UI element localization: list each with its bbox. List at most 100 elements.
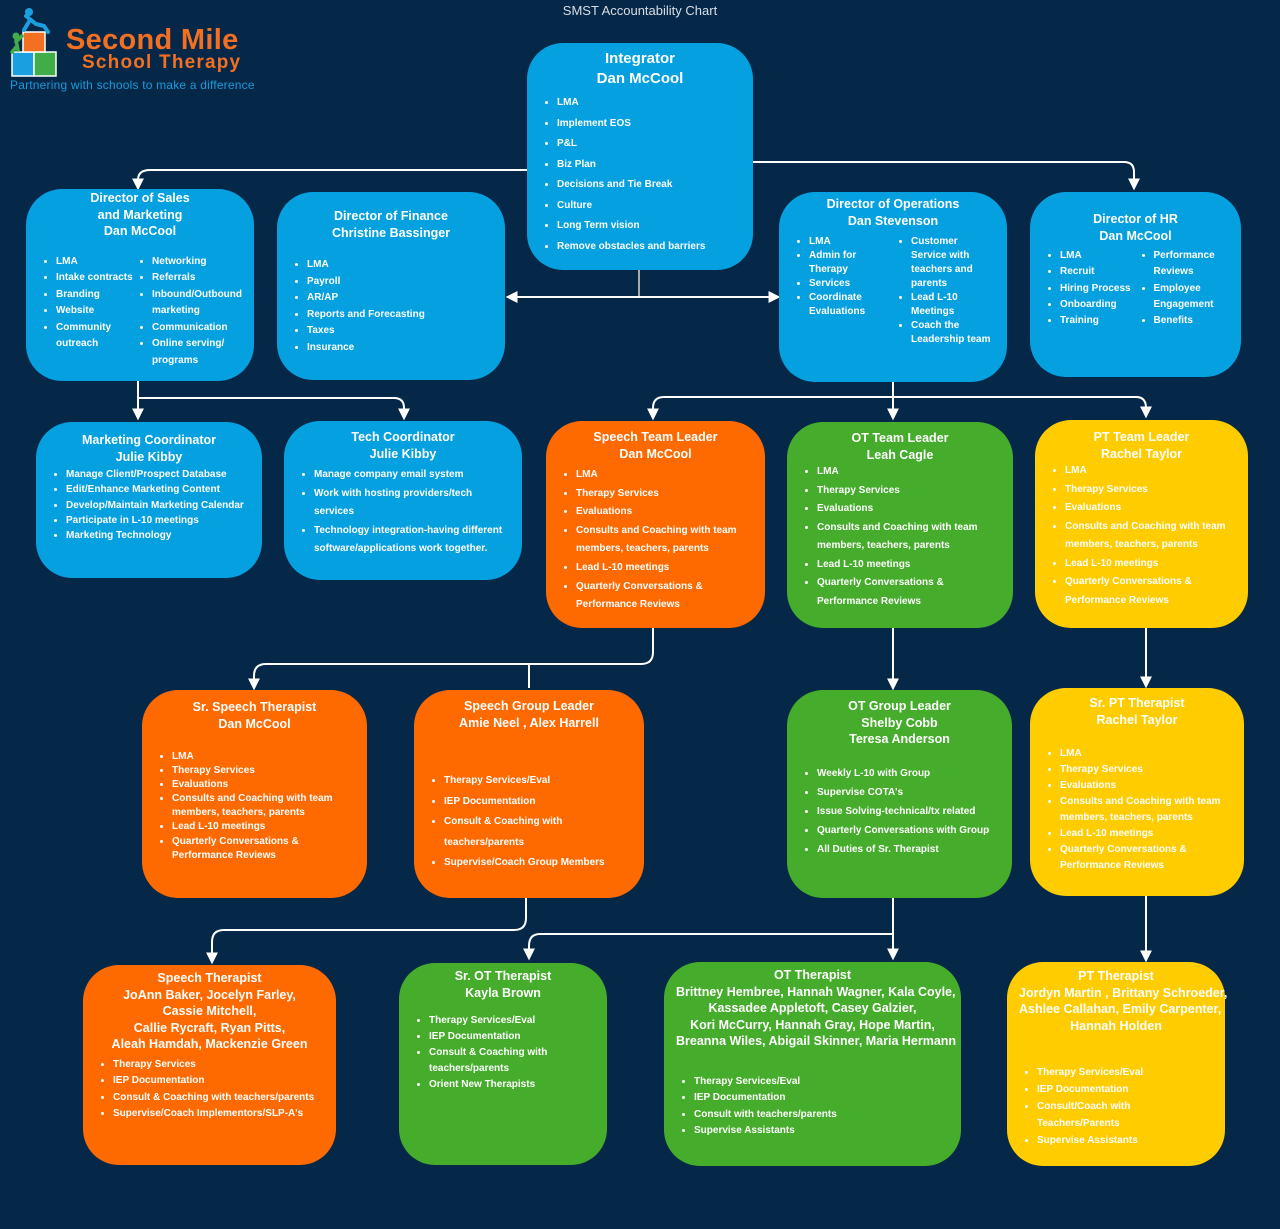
role-title: Speech Team Leader [593, 430, 718, 444]
responsibility-list: Therapy Services/EvalIEP DocumentationCo… [411, 1013, 595, 1093]
person-name: Shelby Cobb [861, 715, 938, 730]
responsibility-item: Biz Plan [557, 155, 741, 176]
responsibility-list: LMATherapy ServicesEvaluationsConsults a… [1047, 462, 1236, 610]
responsibility-item: Onboarding [1060, 297, 1136, 313]
responsibility-item: Supervise Assistants [694, 1123, 949, 1140]
responsibility-item: IEP Documentation [113, 1073, 324, 1090]
responsibility-item: Referrals [152, 270, 242, 287]
responsibility-list: LMAIntake contractsBrandingWebsiteCommun… [38, 254, 134, 370]
responsibility-item: Reports and Forecasting [307, 307, 493, 324]
responsibility-item: Long Term vision [557, 216, 741, 237]
person-name: Teresa Anderson [849, 732, 950, 746]
responsibility-item: Work with hosting providers/tech service… [314, 485, 510, 522]
responsibility-item: LMA [56, 254, 134, 271]
responsibility-list: Therapy Services/EvalIEP DocumentationCo… [676, 1074, 949, 1140]
role-title: Director of Finance [334, 209, 448, 223]
role-title: OT Team Leader [851, 431, 949, 445]
responsibility-item: Admin for Therapy [809, 249, 893, 277]
responsibility-item: Performance Reviews [1154, 248, 1230, 281]
responsibility-item: Benefits [1154, 313, 1230, 329]
responsibility-item: Therapy Services/Eval [1037, 1064, 1213, 1081]
person-name: Julie Kibby [115, 449, 183, 464]
responsibility-item: Communication [152, 320, 242, 337]
responsibility-item: IEP Documentation [444, 792, 632, 813]
responsibility-item: LMA [809, 235, 893, 249]
person-name: and Marketing [97, 207, 183, 222]
responsibility-list: Therapy Services/EvalIEP DocumentationCo… [1019, 1064, 1213, 1149]
responsibility-list: LMATherapy ServicesEvaluationsConsults a… [1042, 746, 1232, 874]
role-title: Director of HR [1093, 212, 1178, 226]
responsibility-item: Networking [152, 254, 242, 271]
responsibility-item: Consult & Coaching with teachers/parents [113, 1090, 324, 1107]
responsibility-list: Weekly L-10 with GroupSupervise COTA'sIs… [799, 764, 1000, 860]
person-name: Rachel Taylor [1100, 446, 1183, 461]
responsibility-item: Quarterly Conversations with Group [817, 821, 1000, 840]
role-title: PT Therapist [1078, 969, 1154, 983]
responsibility-item: Hiring Process [1060, 281, 1136, 297]
role-title: Tech Coordinator [351, 430, 455, 444]
responsibility-item: Evaluations [817, 500, 1001, 519]
responsibility-item: Lead L-10 meetings [576, 559, 753, 578]
responsibility-item: Branding [56, 287, 134, 304]
responsibility-item: Therapy Services [1065, 481, 1236, 500]
responsibility-item: IEP Documentation [429, 1029, 595, 1045]
responsibility-list: LMARecruitHiring ProcessOnboardingTraini… [1042, 248, 1136, 329]
responsibility-item: Therapy Services/Eval [694, 1074, 949, 1091]
responsibility-item: Therapy Services [1060, 762, 1232, 778]
responsibility-item: Inbound/Outbound marketing [152, 287, 242, 320]
responsibility-list: Manage company email systemWork with hos… [296, 466, 510, 559]
node-director-hr: Director of HR Dan McCoolLMARecruitHiring… [1030, 192, 1241, 377]
responsibility-item: Services [809, 277, 893, 291]
responsibility-item: Recruit [1060, 264, 1136, 280]
responsibility-item: Implement EOS [557, 114, 741, 135]
person-name: Kori McCurry, Hannah Gray, Hope Martin, [690, 1017, 935, 1032]
person-name: Julie Kibby [369, 446, 437, 461]
person-name: Dan McCool [103, 224, 177, 238]
responsibility-item: Participate in L-10 meetings [66, 513, 250, 528]
role-title: Director of Operations [826, 197, 960, 211]
page-title: SMST Accountability Chart [562, 3, 718, 18]
person-name: Dan McCool [1099, 228, 1172, 243]
responsibility-item: Coordinate Evaluations [809, 291, 893, 319]
responsibility-item: LMA [1060, 248, 1136, 264]
person-name: Dan McCool [596, 70, 684, 87]
responsibility-item: Intake contracts [56, 270, 134, 287]
responsibility-item: All Duties of Sr. Therapist [817, 840, 1000, 859]
responsibility-item: Insurance [307, 340, 493, 357]
responsibility-item: Lead L-10 meetings [1065, 555, 1236, 574]
company-logo: Second Mile School Therapy Partnering wi… [8, 6, 308, 96]
responsibility-item: Consults and Coaching with team members,… [1065, 518, 1236, 555]
responsibility-item: LMA [557, 93, 741, 114]
responsibility-item: Orient New Therapists [429, 1077, 595, 1093]
responsibility-list: Performance ReviewsEmployee EngagementBe… [1136, 248, 1230, 329]
person-name: Kassadee Appletoft, Casey Galzier, [708, 1001, 917, 1015]
person-name: Hannah Holden [1070, 1018, 1162, 1033]
responsibility-item: Quarterly Conversations & Performance Re… [817, 574, 1001, 611]
responsibility-item: LMA [817, 463, 1001, 482]
role-title: Speech Therapist [157, 971, 262, 985]
responsibility-item: Online serving/ programs [152, 336, 242, 369]
role-title: Director of Sales [90, 191, 190, 205]
blocks-logo-icon [10, 8, 57, 77]
responsibility-item: LMA [307, 257, 493, 274]
